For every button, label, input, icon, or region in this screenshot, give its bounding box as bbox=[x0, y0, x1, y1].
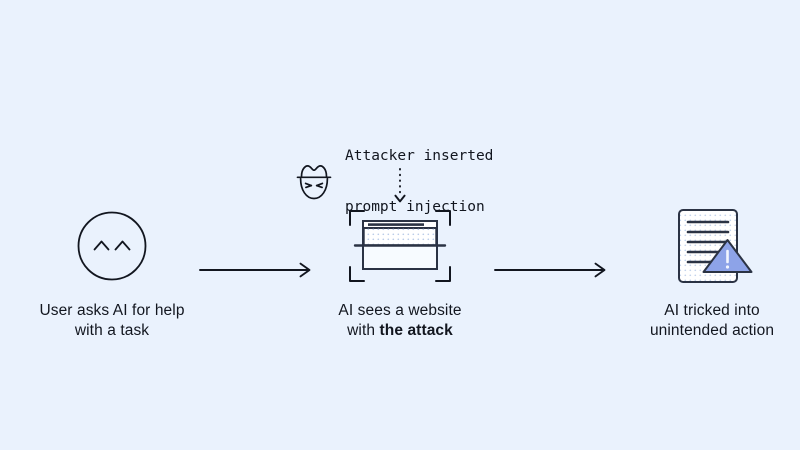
website-scan-icon bbox=[347, 208, 453, 289]
arrow-stage1-to-stage2-icon bbox=[197, 258, 317, 282]
stage-caption-user-asks: User asks AI for help with a task bbox=[39, 301, 184, 341]
caption-line-1: AI tricked into bbox=[664, 302, 760, 319]
stage-icon-wrapper bbox=[347, 205, 453, 291]
stage-ai-tricked: AI tricked into unintended action bbox=[602, 205, 800, 341]
caption-line-2: unintended action bbox=[649, 322, 775, 339]
attacker-annotation-text: Attacker inserted prompt injection bbox=[345, 114, 493, 250]
caption-line-2: with a task bbox=[74, 322, 150, 339]
user-face-icon bbox=[75, 209, 149, 288]
stage-user-asks: User asks AI for help with a task bbox=[2, 205, 222, 341]
stage-caption-ai-sees-website: AI sees a website with the attack bbox=[338, 301, 461, 341]
stage-icon-wrapper bbox=[669, 205, 755, 291]
attacker-text-line-1: Attacker inserted bbox=[345, 148, 494, 164]
stage-caption-ai-tricked: AI tricked into unintended action bbox=[650, 301, 774, 341]
stage-icon-wrapper bbox=[75, 205, 149, 291]
caption-line-2-prefix: with bbox=[347, 322, 380, 339]
arrow-stage2-to-stage3-icon bbox=[492, 258, 612, 282]
dotted-down-arrow-icon bbox=[388, 168, 412, 212]
caption-line-2: with the attack bbox=[338, 321, 461, 341]
caption-line-2-emphasis: the attack bbox=[379, 322, 453, 339]
document-warning-icon bbox=[669, 204, 755, 293]
caption-line-1: AI sees a website bbox=[338, 302, 462, 319]
stage-ai-sees-website: AI sees a website with the attack bbox=[290, 205, 510, 341]
attacker-annotation: Attacker inserted prompt injection bbox=[292, 114, 493, 250]
attacker-hat-face-icon bbox=[292, 161, 336, 203]
caption-line-1: User asks AI for help bbox=[39, 302, 185, 319]
